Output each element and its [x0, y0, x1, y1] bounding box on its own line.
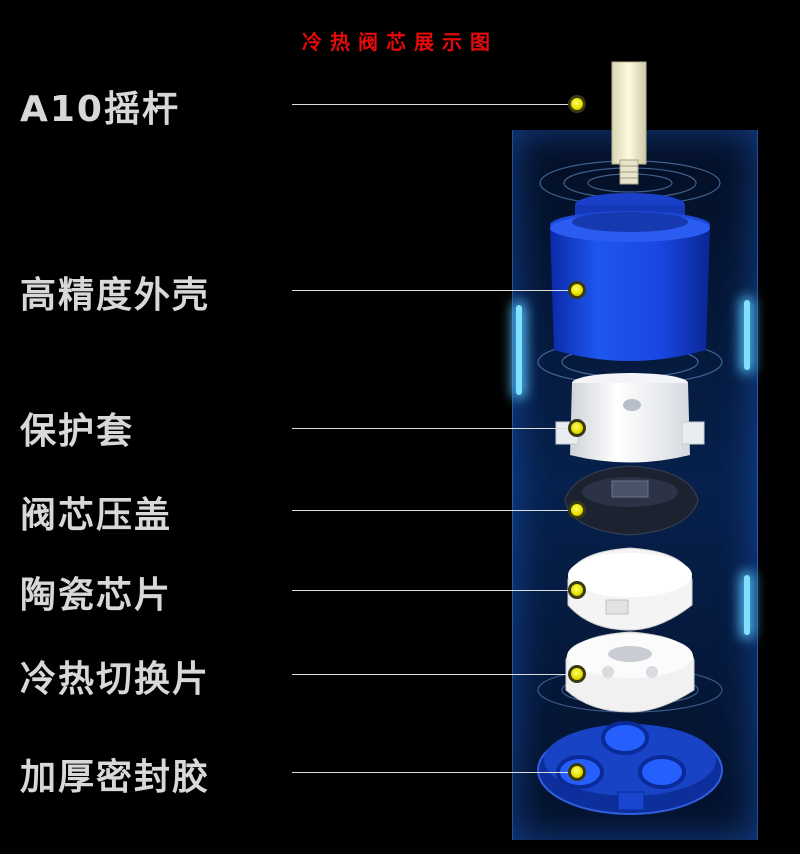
- ceramic-disc-part: [567, 547, 693, 631]
- leader-dot-cap: [568, 501, 586, 519]
- switch-plate-part: [565, 631, 695, 713]
- part-label-ceramic-disc: 陶瓷芯片: [20, 575, 173, 616]
- part-label-sleeve: 保护套: [20, 411, 135, 452]
- leader-line-ceramic-disc: [292, 590, 568, 591]
- part-label-cap: 阀芯压盖: [20, 495, 173, 536]
- right-glow-bar: [744, 300, 750, 370]
- part-label-seal: 加厚密封胶: [20, 757, 211, 798]
- leader-dot-sleeve: [568, 419, 586, 437]
- seal-part: [537, 721, 723, 815]
- sleeve-part: [555, 373, 705, 463]
- leader-line-sleeve: [292, 428, 568, 429]
- leader-line-lever: [292, 104, 568, 105]
- part-label-switch-plate: 冷热切换片: [20, 659, 211, 700]
- left-glow-bar: [516, 305, 522, 395]
- leader-line-housing: [292, 290, 568, 291]
- leader-line-cap: [292, 510, 568, 511]
- leader-dot-switch-plate: [568, 665, 586, 683]
- leader-dot-ceramic-disc: [568, 581, 586, 599]
- leader-dot-housing: [568, 281, 586, 299]
- leader-dot-seal: [568, 763, 586, 781]
- leader-dot-lever: [568, 95, 586, 113]
- cap-part: [564, 465, 699, 536]
- leader-line-switch-plate: [292, 674, 568, 675]
- housing-part: [550, 193, 710, 361]
- part-label-lever: A10摇杆: [20, 89, 180, 130]
- right-glow-bar-lower: [744, 575, 750, 635]
- leader-line-seal: [292, 772, 568, 773]
- page-title: 冷热阀芯展示图: [302, 30, 498, 54]
- lever-part: [611, 61, 647, 185]
- part-label-housing: 高精度外壳: [20, 275, 211, 316]
